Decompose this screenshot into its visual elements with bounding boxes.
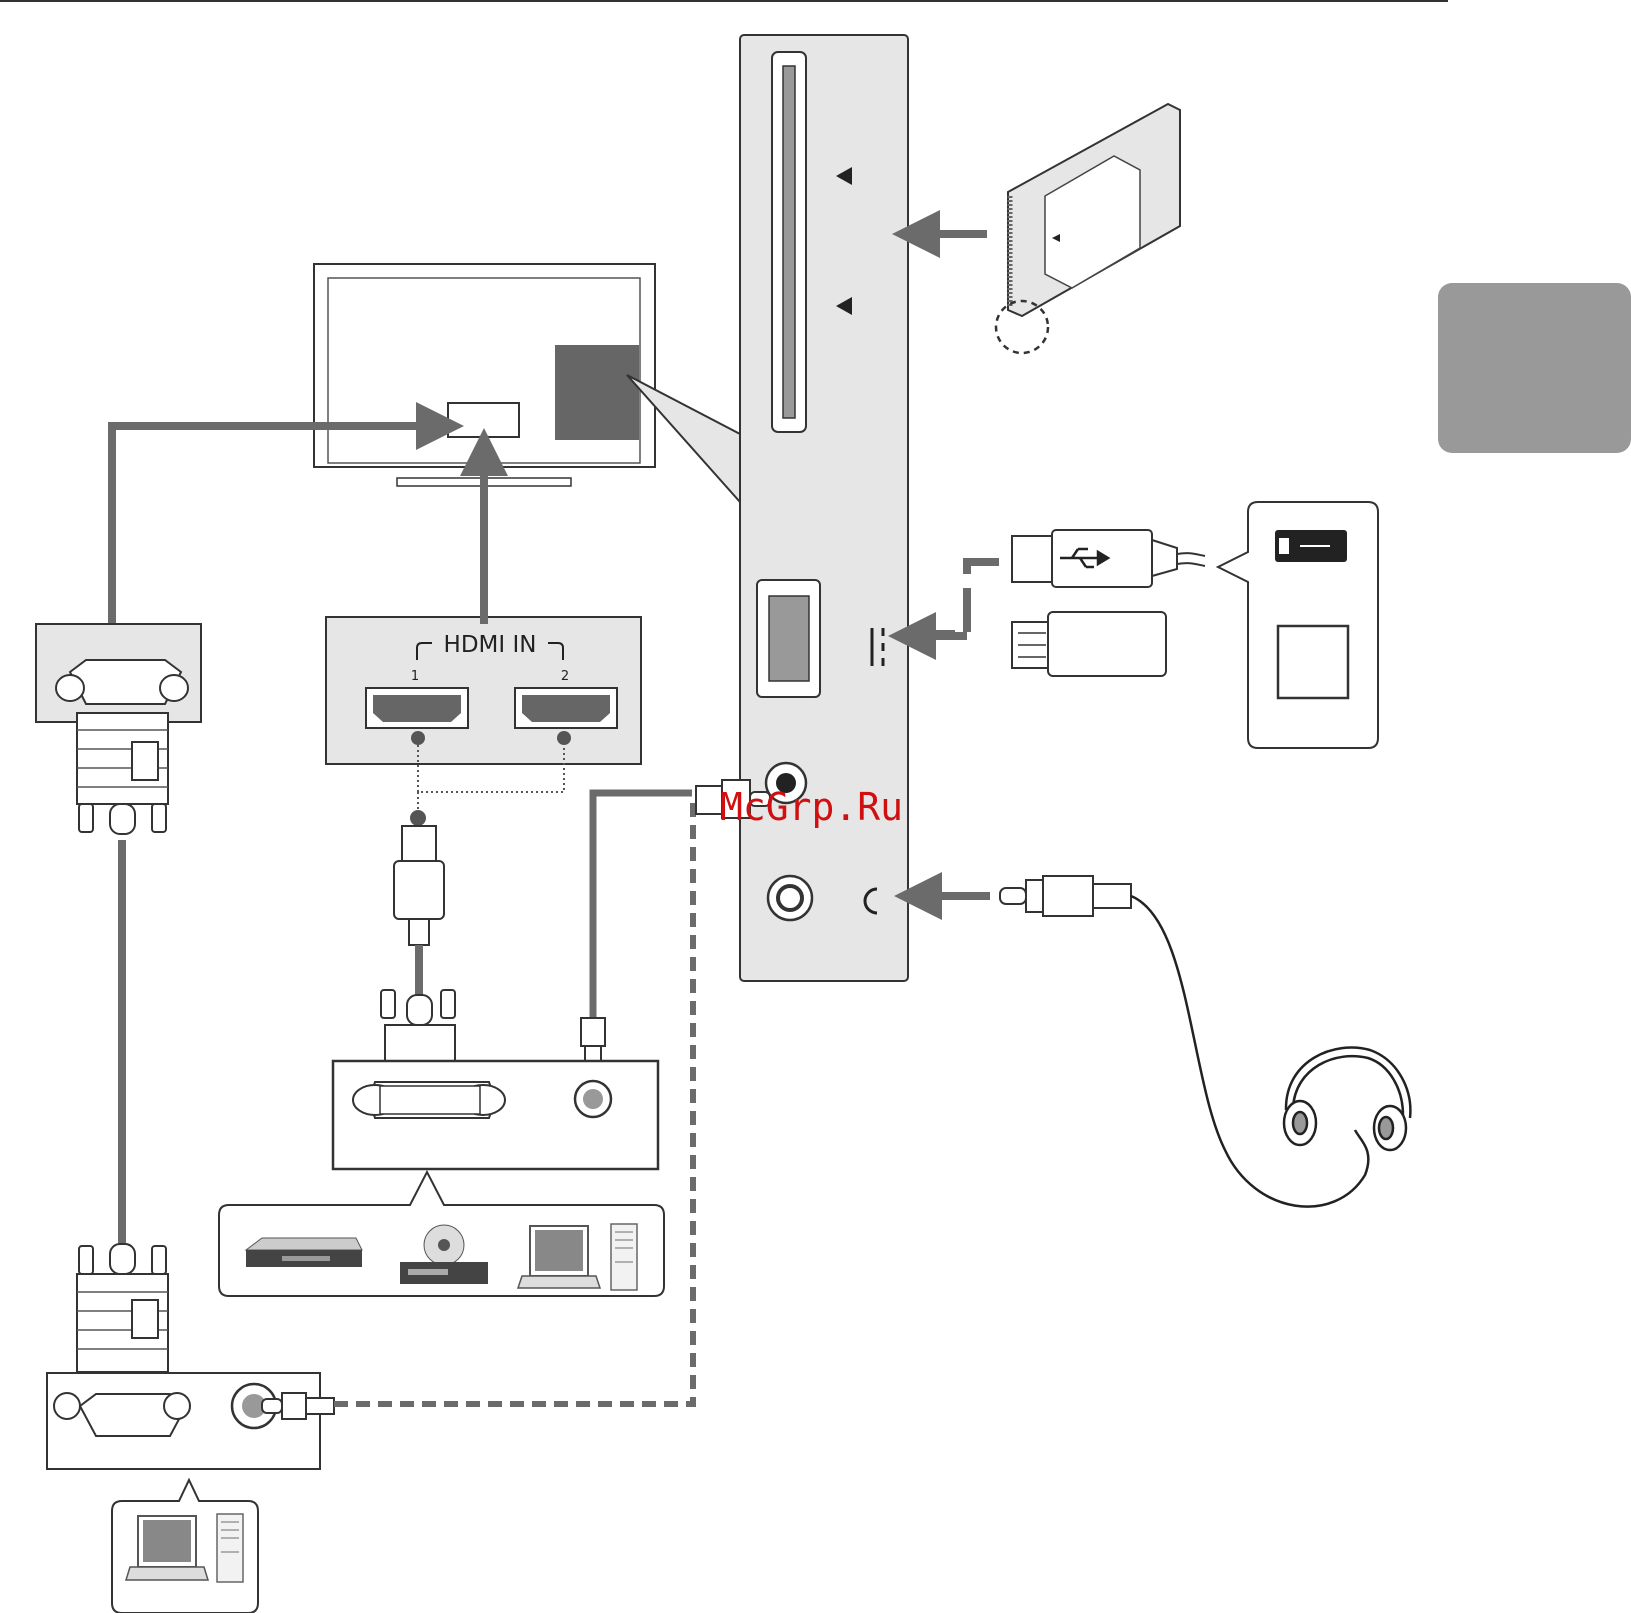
tv-side-panel: [740, 35, 908, 981]
usb-flash-drive: [1012, 612, 1166, 676]
headphone-cable: [1131, 896, 1368, 1207]
dvi-devices-callout: [219, 1172, 664, 1296]
hdmi-port-2-label: 2: [561, 669, 569, 684]
pc-output-panel: [47, 1373, 320, 1469]
dvi-audio-cable: [593, 793, 692, 1018]
laptop-icon-2: [126, 1516, 208, 1580]
usb-connect-arrow: [908, 562, 999, 634]
ci-module-card: [996, 104, 1180, 353]
rgb-cable-plug-bottom: [77, 1244, 168, 1372]
memory-card-icon: [1278, 626, 1348, 698]
headphones-icon: [1284, 1048, 1410, 1151]
chapter-tab: [1438, 283, 1631, 453]
rgb-in-panel: [36, 624, 201, 722]
hdmi-in-title: HDMI IN: [444, 632, 537, 658]
pc-tower-icon-2: [217, 1514, 243, 1582]
tv-side-panel-area: [555, 345, 639, 440]
hdmi-in-panel: HDMI IN 1 2: [326, 617, 641, 764]
dvi-source-panel: [333, 1061, 658, 1169]
watermark: McGrp.Ru: [720, 785, 903, 829]
headphone-plug: [1000, 876, 1131, 916]
pc-devices-callout: [112, 1480, 258, 1613]
pc-tower-icon: [611, 1224, 637, 1290]
laptop-icon: [518, 1226, 600, 1288]
usb-stick-icon: [1275, 530, 1347, 562]
hdmi-port-1-label: 1: [411, 669, 419, 684]
usb-devices-callout: [1218, 502, 1378, 748]
hdmi-dvi-cable: [381, 826, 455, 1065]
usb-cable-plug: [1012, 530, 1205, 587]
dvd-player-icon: [246, 1238, 362, 1267]
tv-input-area: [448, 403, 519, 437]
rgb-cable-plug-top: [77, 713, 168, 834]
